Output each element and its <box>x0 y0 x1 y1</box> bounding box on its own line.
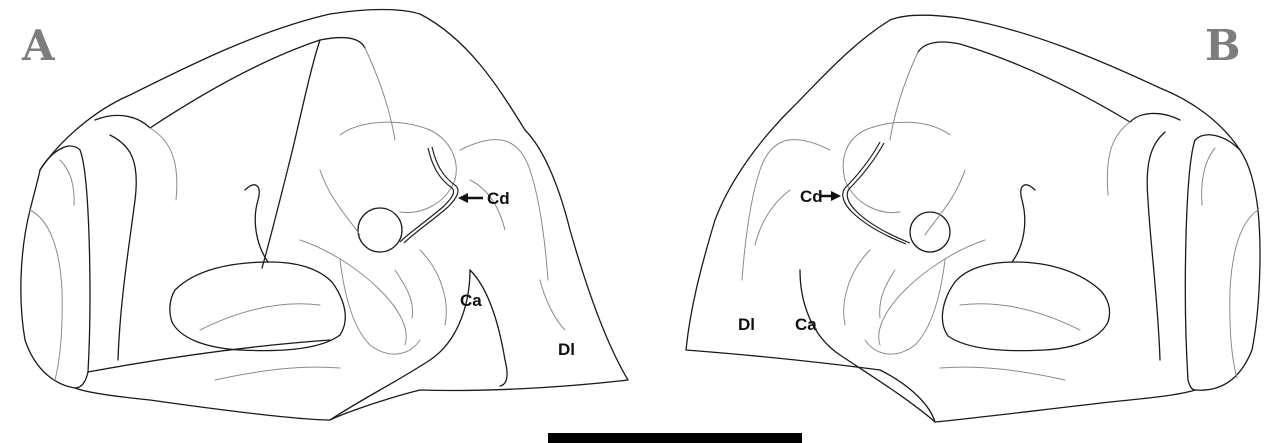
panel-b-label-dl: Dl <box>738 316 755 333</box>
panel-a-label-ca: Ca <box>460 292 482 309</box>
panel-b-skull-outline <box>686 15 1260 422</box>
panel-b-letter: B <box>1205 25 1241 67</box>
panel-a-letter: A <box>22 25 55 67</box>
panel-b-label-cd: Cd <box>800 188 823 205</box>
panel-a-label-dl: Dl <box>558 341 575 358</box>
panel-b-label-ca: Ca <box>795 316 817 333</box>
panel-a-skull-outline <box>21 10 628 421</box>
panel-a-label-cd: Cd <box>487 190 510 207</box>
scale-bar <box>548 433 802 443</box>
